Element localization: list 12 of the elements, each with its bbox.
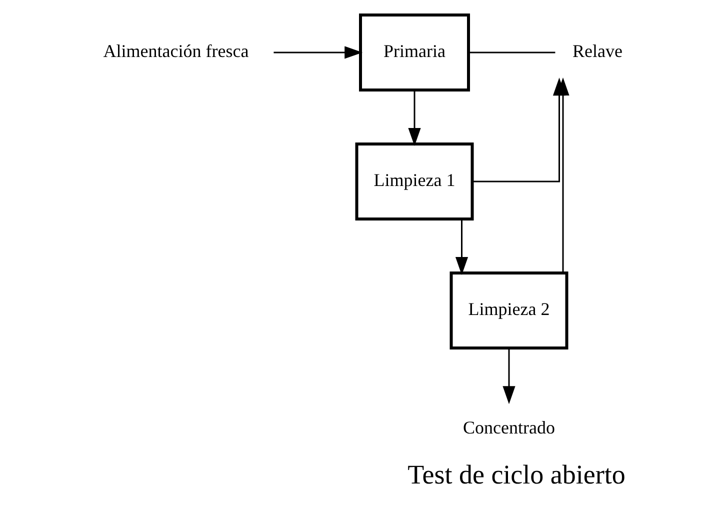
arrow (273, 46, 362, 58)
connector (468, 51, 555, 53)
arrow (502, 348, 515, 404)
node-text: Relave (572, 40, 622, 61)
node-box: Primaria (358, 13, 470, 91)
node-text: Alimentación fresca (102, 40, 248, 61)
caption: Test de ciclo abierto (407, 459, 625, 490)
arrow (408, 90, 420, 146)
node-text: Concentrado (462, 417, 554, 438)
node-box: Limpieza 1 (354, 142, 474, 220)
arrow (454, 219, 468, 275)
node-box: Limpieza 2 (449, 271, 568, 349)
